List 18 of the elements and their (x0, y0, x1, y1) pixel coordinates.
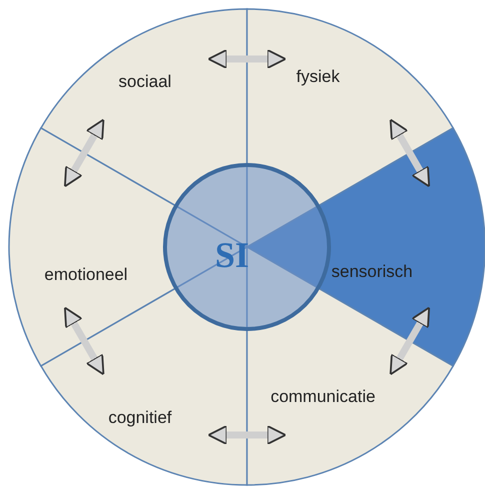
center-label: SI (214, 234, 250, 276)
double-arrow (390, 118, 430, 188)
sector-label: sensorisch (331, 262, 413, 282)
double-arrow (64, 118, 104, 188)
sector (247, 9, 454, 247)
sector-label: emotioneel (44, 265, 128, 285)
sector (247, 128, 485, 366)
sector-label: sociaal (118, 72, 172, 92)
center-circle (163, 163, 331, 331)
double-arrow (208, 49, 286, 69)
sector-label: fysiek (296, 67, 340, 87)
double-arrow (64, 306, 104, 376)
double-arrow (390, 306, 430, 376)
sector (9, 128, 247, 366)
double-arrow (208, 425, 286, 445)
sector-label: communicatie (270, 387, 376, 407)
sector (247, 247, 454, 485)
sector-label: cognitief (108, 408, 172, 428)
